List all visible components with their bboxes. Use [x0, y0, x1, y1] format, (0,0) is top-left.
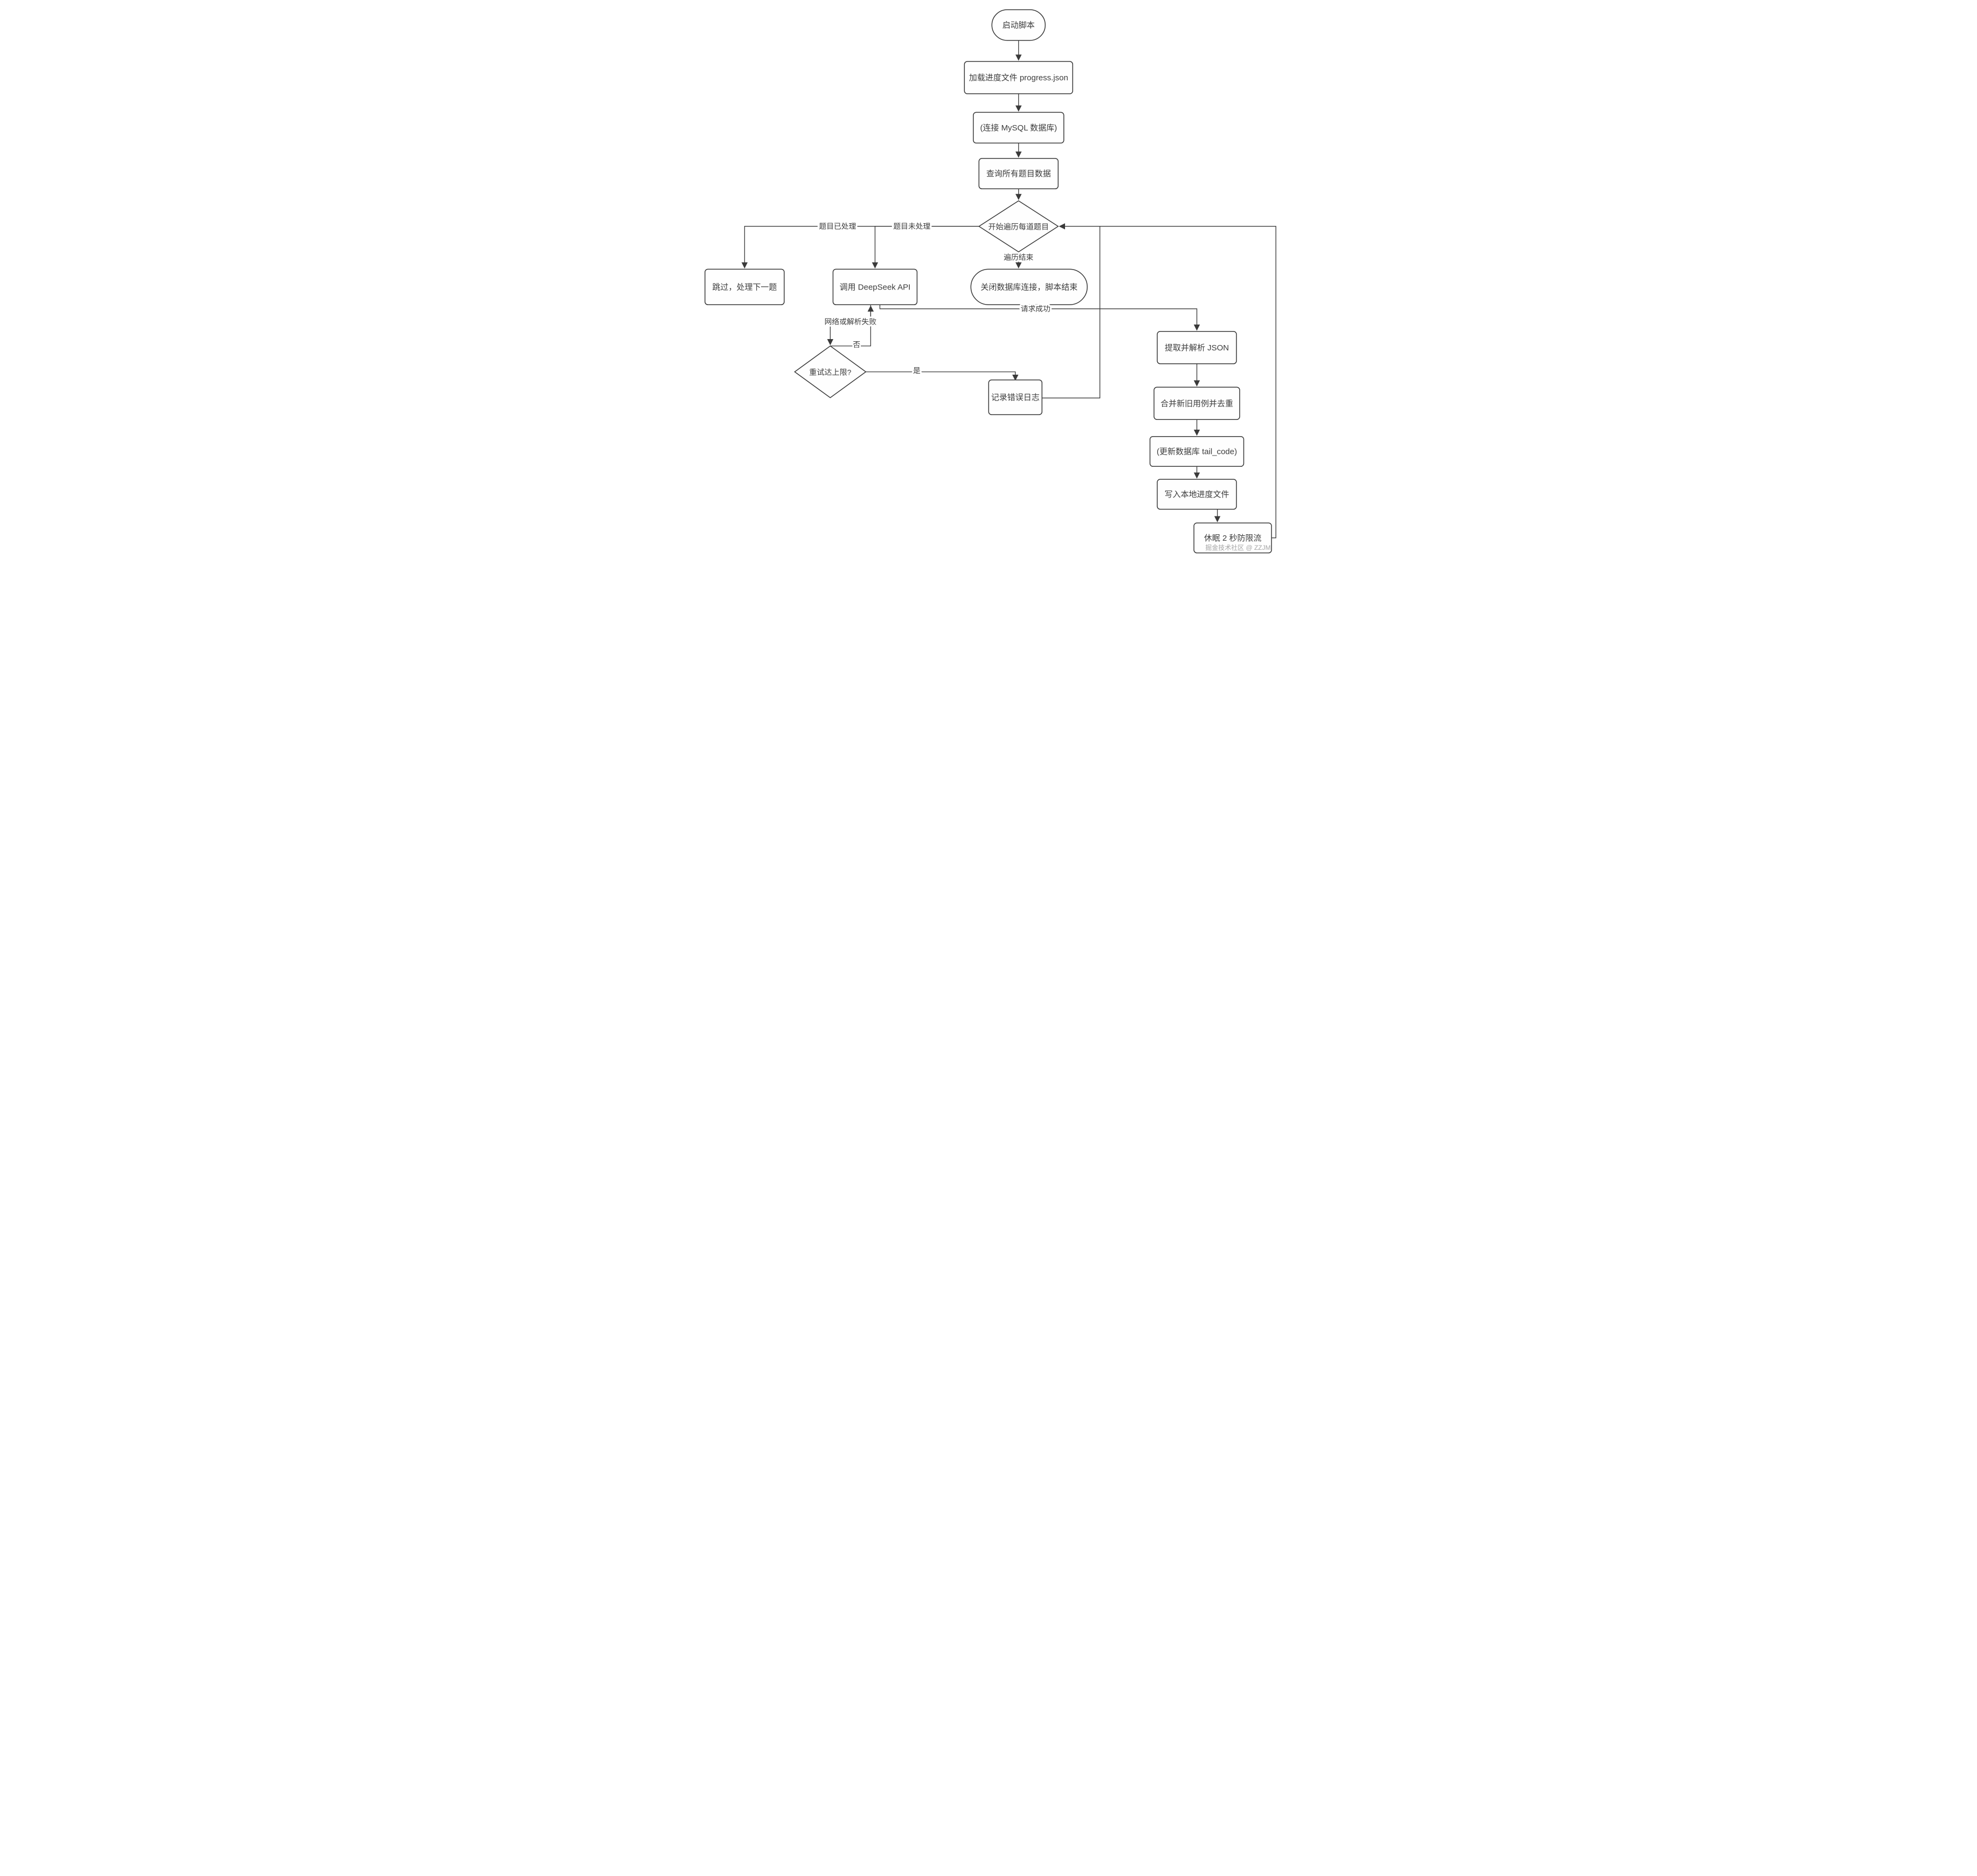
edge-sleep-to-iterate-return — [1059, 223, 1276, 539]
edge-label-yes: 是 — [913, 367, 921, 375]
edge-iterate-to-api — [872, 226, 979, 269]
flowchart-canvas: 启动脚本 加载进度文件 progress.json (连接 MySQL 数据库)… — [692, 0, 1285, 563]
node-sleep: 休眠 2 秒防限流 — [1193, 522, 1272, 554]
node-connect-mysql: (连接 MySQL 数据库) — [973, 112, 1064, 144]
node-sleep-label: 休眠 2 秒防限流 — [1204, 534, 1262, 543]
connect-mysql-shape — [973, 112, 1064, 144]
edge-retry-no-to-api — [830, 305, 874, 347]
edge-label-unprocessed: 题目未处理 — [893, 222, 930, 230]
node-close-db-label: 关闭数据库连接，脚本结束 — [980, 282, 1077, 292]
edge-label-no: 否 — [853, 341, 860, 349]
node-parse-json: 提取并解析 JSON — [1157, 331, 1237, 364]
node-call-api: 调用 DeepSeek API — [832, 268, 918, 306]
node-iterate-label: 开始遍历每道题目 — [988, 222, 1049, 231]
node-start-script: 启动脚本 — [991, 9, 1046, 41]
node-merge-cases: 合并新旧用例并去重 — [1153, 387, 1240, 420]
edge-label-network-fail: 网络或解析失败 — [825, 318, 877, 326]
node-load-progress: 加载进度文件 progress.json — [964, 61, 1073, 94]
call-api-shape — [832, 268, 918, 306]
node-merge-cases-label: 合并新旧用例并去重 — [1160, 399, 1233, 408]
node-skip: 跳过，处理下一题 — [704, 268, 785, 306]
node-call-api-label: 调用 DeepSeek API — [840, 282, 911, 292]
edge-retry-yes-to-log — [866, 371, 1019, 381]
update-db-shape — [1149, 436, 1245, 467]
juejin-watermark-text: 掘金技术社区 @ ZZJM — [1205, 543, 1270, 551]
node-load-progress-label: 加载进度文件 progress.json — [969, 73, 1068, 82]
node-iterate-decision: 开始遍历每道题目 — [978, 200, 1059, 253]
node-start-script-label: 启动脚本 — [1003, 21, 1035, 30]
edge-label-processed: 题目已处理 — [819, 222, 856, 230]
node-parse-json-label: 提取并解析 JSON — [1165, 343, 1229, 353]
log-error-shape — [988, 379, 1043, 415]
iterate-diamond-shape — [978, 200, 1059, 253]
edge-label-iteration-end: 遍历结束 — [1004, 253, 1033, 261]
edges — [741, 40, 1276, 539]
node-query-questions-label: 查询所有题目数据 — [986, 169, 1051, 178]
edge-labels: 题目已处理 题目未处理 遍历结束 请求成功 网络或解析失败 否 是 — [817, 220, 1052, 376]
write-progress-shape — [1157, 479, 1237, 510]
node-write-progress: 写入本地进度文件 — [1157, 479, 1237, 510]
parse-json-shape — [1157, 331, 1237, 364]
flowchart-page: 启动脚本 加载进度文件 progress.json (连接 MySQL 数据库)… — [0, 0, 1977, 563]
node-log-error-label: 记录错误日志 — [991, 393, 1040, 402]
node-write-progress-label: 写入本地进度文件 — [1165, 490, 1229, 499]
node-retry-limit-label: 重试达上限? — [809, 368, 851, 376]
edge-label-request-success: 请求成功 — [1021, 305, 1050, 313]
retry-limit-diamond-shape — [794, 345, 867, 398]
node-skip-label: 跳过，处理下一题 — [713, 282, 777, 292]
load-progress-shape — [964, 61, 1073, 94]
edge-iterate-to-skip — [741, 226, 979, 269]
sleep-shape — [1193, 522, 1272, 554]
edge-api-success-to-parse — [879, 305, 1200, 331]
close-db-terminator-shape — [970, 268, 1088, 306]
query-questions-shape — [978, 158, 1059, 190]
node-update-db-label: (更新数据库 tail_code) — [1157, 447, 1237, 456]
merge-cases-shape — [1153, 387, 1240, 420]
node-connect-mysql-label: (连接 MySQL 数据库) — [980, 123, 1057, 133]
node-update-db: (更新数据库 tail_code) — [1149, 436, 1245, 467]
skip-shape — [704, 268, 785, 306]
node-close-db: 关闭数据库连接，脚本结束 — [970, 268, 1088, 306]
node-query-questions: 查询所有题目数据 — [978, 158, 1059, 190]
node-retry-limit-decision: 重试达上限? — [794, 345, 867, 398]
start-terminator-shape — [991, 9, 1046, 41]
node-log-error: 记录错误日志 — [988, 379, 1043, 415]
edge-log-to-iterate-return — [1042, 226, 1101, 398]
